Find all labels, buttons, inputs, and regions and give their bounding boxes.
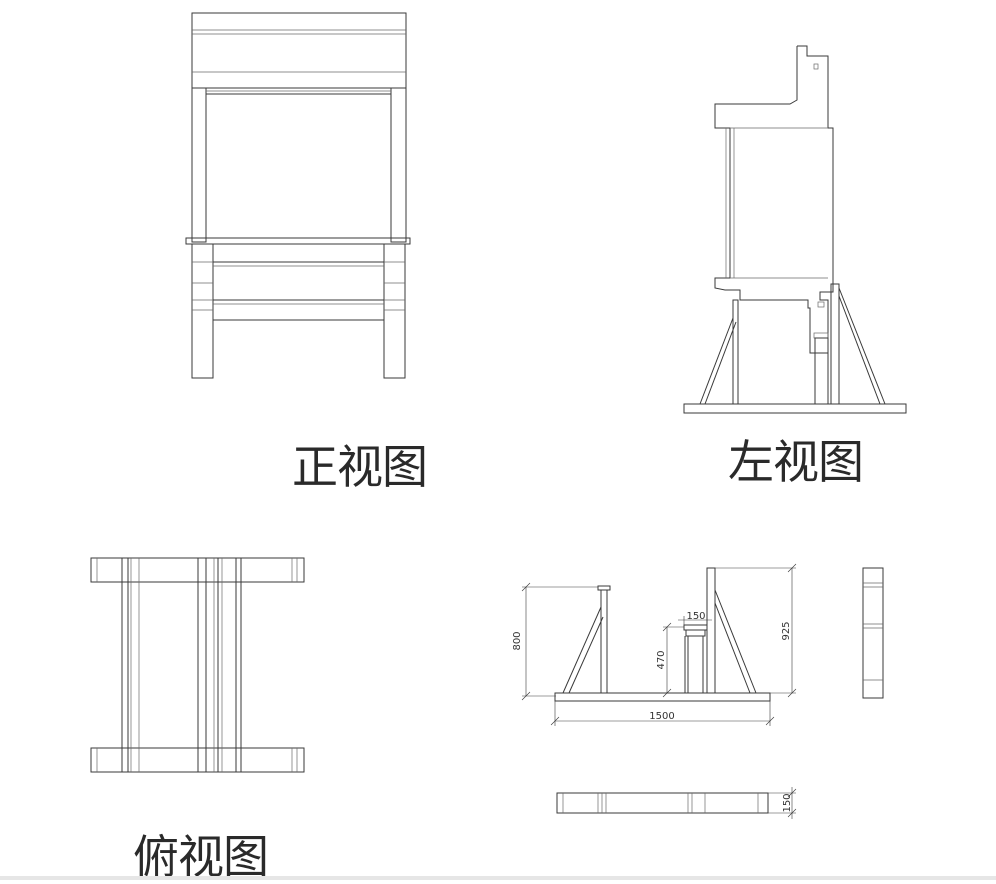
dimension-drawing: 800 470 150 925 1500 — [512, 563, 797, 726]
dim-925-label: 925 — [781, 621, 792, 640]
front-view — [185, 12, 411, 379]
top-view — [90, 557, 305, 773]
left-view-title: 左视图 — [728, 435, 864, 489]
dim-800-label: 800 — [512, 631, 523, 650]
dim-470-label: 470 — [656, 650, 667, 669]
left-view — [683, 45, 907, 414]
front-view-title: 正视图 — [292, 440, 428, 494]
page-bottom-edge — [0, 876, 996, 880]
side-elevation — [862, 567, 884, 699]
top-view-title: 俯视图 — [133, 830, 269, 884]
dim-150-top-label: 150 — [686, 611, 705, 622]
dim-1500-label: 1500 — [649, 711, 674, 722]
dim-150-side-label: 150 — [782, 793, 793, 812]
base-plan: 150 — [556, 787, 797, 819]
